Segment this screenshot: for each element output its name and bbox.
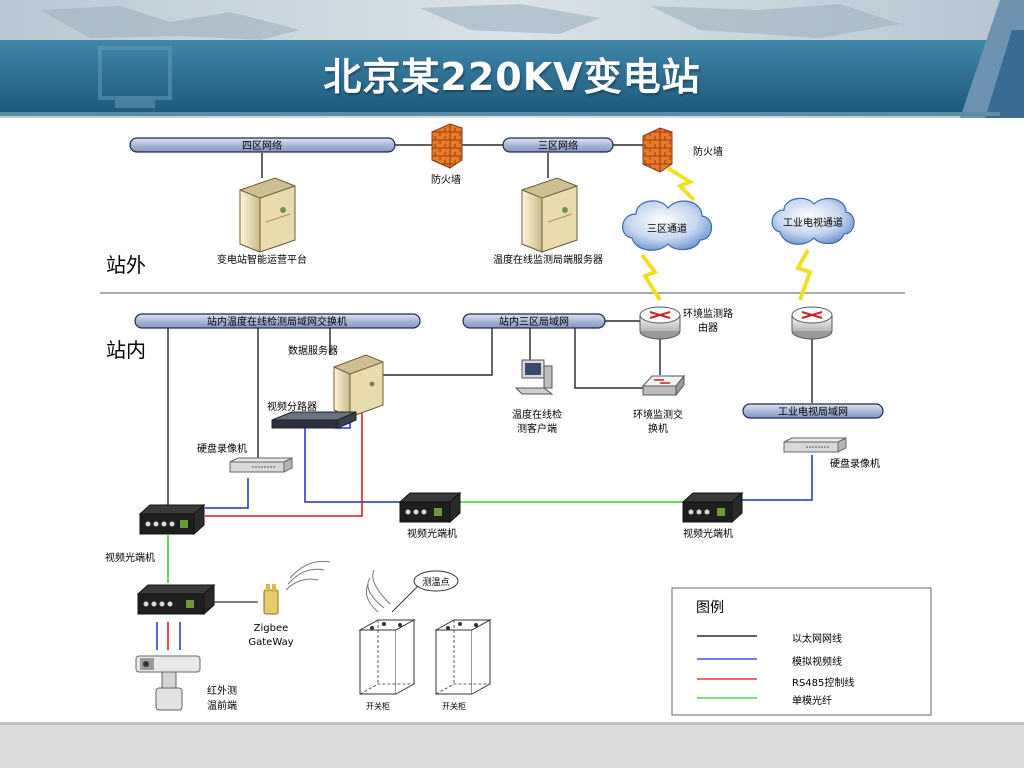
switch-cabinet-icon — [434, 619, 492, 695]
dvr-icon — [229, 457, 293, 473]
ir-label-2: 温前端 — [207, 699, 237, 712]
optical-mid-label: 视频光端机 — [407, 527, 457, 540]
server-icon — [521, 177, 578, 253]
zigbee-label-1: Zigbee — [254, 623, 289, 634]
footer-divider — [0, 722, 1024, 725]
optical-transceiver-icon — [138, 503, 206, 536]
env-router-label-2: 由器 — [698, 321, 718, 334]
wireless-signal-icon — [285, 560, 331, 591]
bus-zone4: 四区网络 — [129, 137, 396, 153]
dvr-icon — [783, 437, 847, 453]
optical-left-label: 视频光端机 — [105, 551, 155, 564]
optical-right-label: 视频光端机 — [683, 527, 733, 540]
header-map-background — [0, 0, 1024, 118]
cabinet2-label: 开关柜 — [442, 701, 466, 711]
firewall1-label: 防火墙 — [431, 173, 461, 186]
server-icon — [239, 177, 296, 253]
bus-zone4-label: 四区网络 — [242, 139, 282, 152]
optical-transceiver-icon — [681, 491, 744, 524]
legend-item-rs485: RS485控制线 — [792, 676, 854, 689]
bus-station-temp-lan: 站内温度在线检测局域网交换机 — [134, 313, 421, 329]
remote-server-label: 温度在线监测局端服务器 — [493, 253, 603, 266]
ir-label-1: 红外测 — [207, 684, 237, 697]
bus-zone3: 三区网络 — [502, 137, 614, 153]
video-splitter-icon — [271, 411, 357, 429]
server-icon — [333, 354, 384, 418]
fiber-links — [167, 501, 683, 583]
dvr-left-label: 硬盘录像机 — [197, 442, 247, 455]
firewall-icon — [642, 127, 673, 173]
zone-label-inside: 站内 — [106, 338, 146, 362]
temp-point-label: 测温点 — [422, 577, 449, 588]
legend-item-ethernet: 以太网网线 — [792, 632, 842, 645]
client-label-1: 温度在线检 — [512, 408, 562, 421]
cabinet1-label: 开关柜 — [366, 701, 390, 711]
lightning-icon — [795, 249, 813, 301]
temp-point-callout: 测温点 — [391, 570, 459, 613]
cloud-icon — [622, 200, 713, 251]
zigbee-gateway-icon — [263, 584, 279, 615]
data-server-label: 数据服务器 — [288, 344, 338, 357]
bus-industrial-tv-lan-label: 工业电视局域网 — [778, 405, 848, 418]
bus-industrial-tv-lan: 工业电视局域网 — [742, 403, 884, 419]
legend-item-video: 模拟视频线 — [792, 655, 842, 668]
lightning-icon — [640, 253, 662, 302]
slide-header: 北京某220KV变电站 — [0, 0, 1024, 118]
cloud-tv-label: 工业电视通道 — [783, 216, 843, 229]
env-switch-label-2: 换机 — [648, 422, 668, 435]
router-icon — [639, 306, 681, 340]
env-router-label-1: 环境监测路 — [683, 307, 733, 320]
optical-transceiver-icon — [136, 583, 216, 616]
lightning-icon — [666, 166, 696, 202]
switch-cabinet-icon — [358, 619, 416, 695]
slide-title: 北京某220KV变电站 — [323, 55, 701, 99]
firewall2-label: 防火墙 — [693, 145, 723, 158]
bus-zone3-label: 三区网络 — [538, 139, 578, 152]
video-splitter-label: 视频分路器 — [267, 400, 317, 413]
optical-transceiver-icon — [398, 491, 462, 524]
zone-label-outside: 站外 — [106, 253, 146, 277]
bus-station-temp-lan-label: 站内温度在线检测局域网交换机 — [207, 315, 347, 328]
dvr-right-label: 硬盘录像机 — [830, 457, 880, 470]
env-switch-label-1: 环境监测交 — [633, 408, 683, 421]
bus-station-zone3-lan-label: 站内三区局域网 — [499, 315, 569, 328]
rs485-links — [167, 410, 363, 650]
slide-footer — [0, 722, 1024, 768]
client-label-2: 测客户端 — [517, 422, 557, 435]
router-icon — [791, 306, 833, 340]
computer-icon — [514, 359, 554, 395]
cloud-icon — [771, 197, 855, 245]
legend: 图例 以太网网线 模拟视频线 RS485控制线 单模光纤 — [671, 587, 932, 716]
cloud-zone3-label: 三区通道 — [647, 222, 687, 235]
zigbee-label-2: GateWay — [248, 637, 293, 648]
ir-camera-icon — [135, 655, 201, 711]
switch-icon — [641, 374, 686, 397]
legend-item-fiber: 单模光纤 — [792, 694, 832, 707]
ethernet-links — [167, 144, 813, 505]
wireless-signal-icon — [365, 569, 391, 613]
bus-station-zone3-lan: 站内三区局域网 — [462, 313, 606, 329]
ops-platform-label: 变电站智能运营平台 — [217, 253, 307, 266]
legend-title: 图例 — [696, 600, 724, 616]
firewall-icon — [431, 123, 463, 169]
